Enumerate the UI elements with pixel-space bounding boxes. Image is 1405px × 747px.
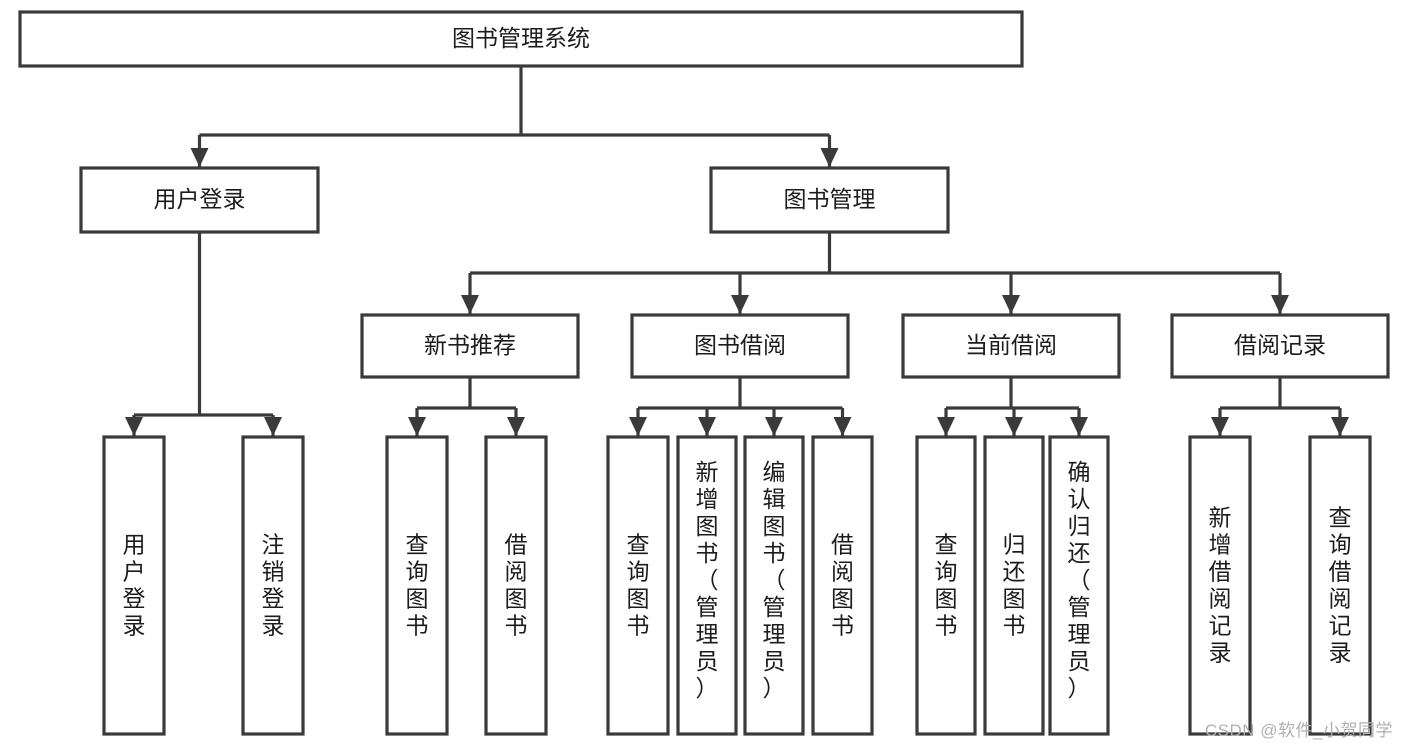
arrow-head-icon: [125, 417, 143, 436]
node-box[interactable]: [241, 435, 305, 736]
node-label: 新书推荐: [424, 332, 516, 358]
node-box[interactable]: [676, 435, 738, 736]
arrow-head-icon: [629, 417, 647, 436]
node-label: 查询借阅记录: [1329, 505, 1352, 666]
node-leaf-3[interactable]: 借阅图书: [484, 435, 548, 736]
node-box[interactable]: [360, 313, 580, 379]
node-box[interactable]: [606, 435, 670, 736]
node-box[interactable]: [102, 435, 166, 736]
node-label: 注销登录: [262, 532, 285, 639]
watermark-text: CSDN @软件_小贺同学: [1204, 721, 1393, 740]
node-label: 图书管理系统: [452, 25, 590, 51]
node-label: 用户登录: [123, 532, 146, 639]
node-level3-0[interactable]: 新书推荐: [360, 313, 580, 379]
node-leaf-11[interactable]: 新增借阅记录: [1188, 435, 1252, 736]
node-leaf-12[interactable]: 查询借阅记录: [1308, 435, 1372, 736]
node-label: 图书管理: [784, 186, 876, 212]
arrow-head-icon: [937, 417, 955, 436]
node-box[interactable]: [915, 435, 977, 736]
arrow-head-icon: [264, 417, 282, 436]
node-box[interactable]: [18, 10, 1024, 68]
connector-lines: [125, 66, 1349, 436]
node-level3-2[interactable]: 当前借阅: [901, 313, 1121, 379]
arrow-head-icon: [461, 295, 479, 314]
node-box[interactable]: [385, 435, 449, 736]
node-box[interactable]: [811, 435, 874, 736]
node-box[interactable]: [1170, 313, 1390, 379]
node-leaf-2[interactable]: 查询图书: [385, 435, 449, 736]
arrow-head-icon: [408, 417, 426, 436]
node-leaf-6[interactable]: 编辑图书（管理员）: [743, 435, 805, 736]
node-leaf-5[interactable]: 新增图书（管理员）: [676, 435, 738, 736]
node-leaf-9[interactable]: 归还图书: [983, 435, 1045, 736]
node-label: 借阅图书: [831, 532, 854, 639]
arrow-head-icon: [1005, 417, 1023, 436]
node-label: 确认归还（管理员）: [1068, 459, 1091, 701]
node-leaf-4[interactable]: 查询图书: [606, 435, 670, 736]
node-box[interactable]: [484, 435, 548, 736]
node-level2-0[interactable]: 用户登录: [79, 166, 320, 234]
arrow-head-icon: [1070, 417, 1088, 436]
node-root-0[interactable]: 图书管理系统: [18, 10, 1024, 68]
node-label: 借阅图书: [505, 532, 528, 639]
arrow-head-icon: [820, 148, 839, 167]
node-label: 归还图书: [1003, 532, 1026, 639]
node-box[interactable]: [79, 166, 320, 234]
node-level2-1[interactable]: 图书管理: [709, 166, 950, 234]
node-label: 查询图书: [406, 532, 429, 639]
node-leaf-8[interactable]: 查询图书: [915, 435, 977, 736]
arrow-head-icon: [190, 148, 209, 167]
node-label: 当前借阅: [965, 332, 1057, 358]
node-leaf-0[interactable]: 用户登录: [102, 435, 166, 736]
arrow-head-icon: [1271, 295, 1289, 314]
node-label: 用户登录: [154, 186, 246, 212]
node-box[interactable]: [983, 435, 1045, 736]
node-label: 编辑图书（管理员）: [763, 459, 786, 701]
node-box[interactable]: [743, 435, 805, 736]
arrow-head-icon: [833, 417, 852, 436]
node-level3-1[interactable]: 图书借阅: [630, 313, 850, 379]
node-box[interactable]: [1048, 435, 1110, 736]
arrow-head-icon: [765, 417, 783, 436]
node-box[interactable]: [901, 313, 1121, 379]
node-label: 图书借阅: [694, 332, 786, 358]
arrow-head-icon: [1211, 417, 1229, 436]
arrow-head-icon: [698, 417, 716, 436]
node-box[interactable]: [1308, 435, 1372, 736]
node-label: 借阅记录: [1234, 332, 1326, 358]
node-leaf-1[interactable]: 注销登录: [241, 435, 305, 736]
node-leaf-7[interactable]: 借阅图书: [811, 435, 874, 736]
node-box[interactable]: [1188, 435, 1252, 736]
arrow-head-icon: [1331, 417, 1349, 436]
arrow-head-icon: [731, 295, 749, 314]
arrow-head-icon: [507, 417, 525, 436]
node-box[interactable]: [709, 166, 950, 234]
node-label: 查询图书: [935, 532, 958, 639]
node-boxes: 图书管理系统用户登录图书管理新书推荐图书借阅当前借阅借阅记录用户登录注销登录查询…: [18, 10, 1390, 736]
node-level3-3[interactable]: 借阅记录: [1170, 313, 1390, 379]
node-label: 新增图书（管理员）: [696, 459, 719, 701]
node-label: 新增借阅记录: [1209, 505, 1232, 666]
node-box[interactable]: [630, 313, 850, 379]
node-label: 查询图书: [627, 532, 650, 639]
node-leaf-10[interactable]: 确认归还（管理员）: [1048, 435, 1110, 736]
arrow-head-icon: [1002, 295, 1020, 314]
